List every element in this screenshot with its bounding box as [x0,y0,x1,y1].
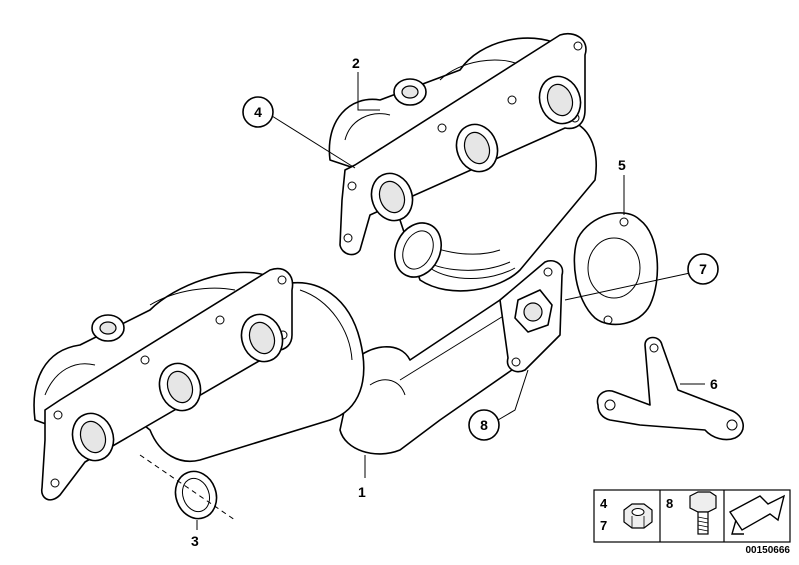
reference-number: 00150666 [746,545,791,556]
callout-8-circle [468,409,500,441]
legend-label-7: 7 [600,518,607,533]
callout-5: 5 [618,157,626,173]
callout-4: 4 [254,104,262,120]
leader-lines [196,72,705,530]
support-bracket [596,336,744,441]
nut-icon [623,503,653,529]
legend-label-8: 8 [666,496,673,511]
flange-gasket [573,212,659,326]
callout-6: 6 [710,376,718,392]
exhaust-gasket-ring [174,470,218,520]
arrow-icon [728,494,786,535]
callout-4-circle [242,96,274,128]
upper-exhaust-manifold [328,33,597,292]
parts-legend: 4 7 8 [593,489,791,543]
callout-7-circle [687,253,719,285]
assembly-axis-line [139,454,236,521]
callout-1: 1 [358,484,366,500]
callout-2: 2 [352,55,360,71]
callout-7: 7 [699,261,707,277]
callout-3: 3 [191,533,199,549]
lower-exhaust-manifold [33,260,564,501]
callout-8: 8 [480,417,488,433]
bolt-icon [689,491,717,535]
legend-label-4: 4 [600,496,608,511]
